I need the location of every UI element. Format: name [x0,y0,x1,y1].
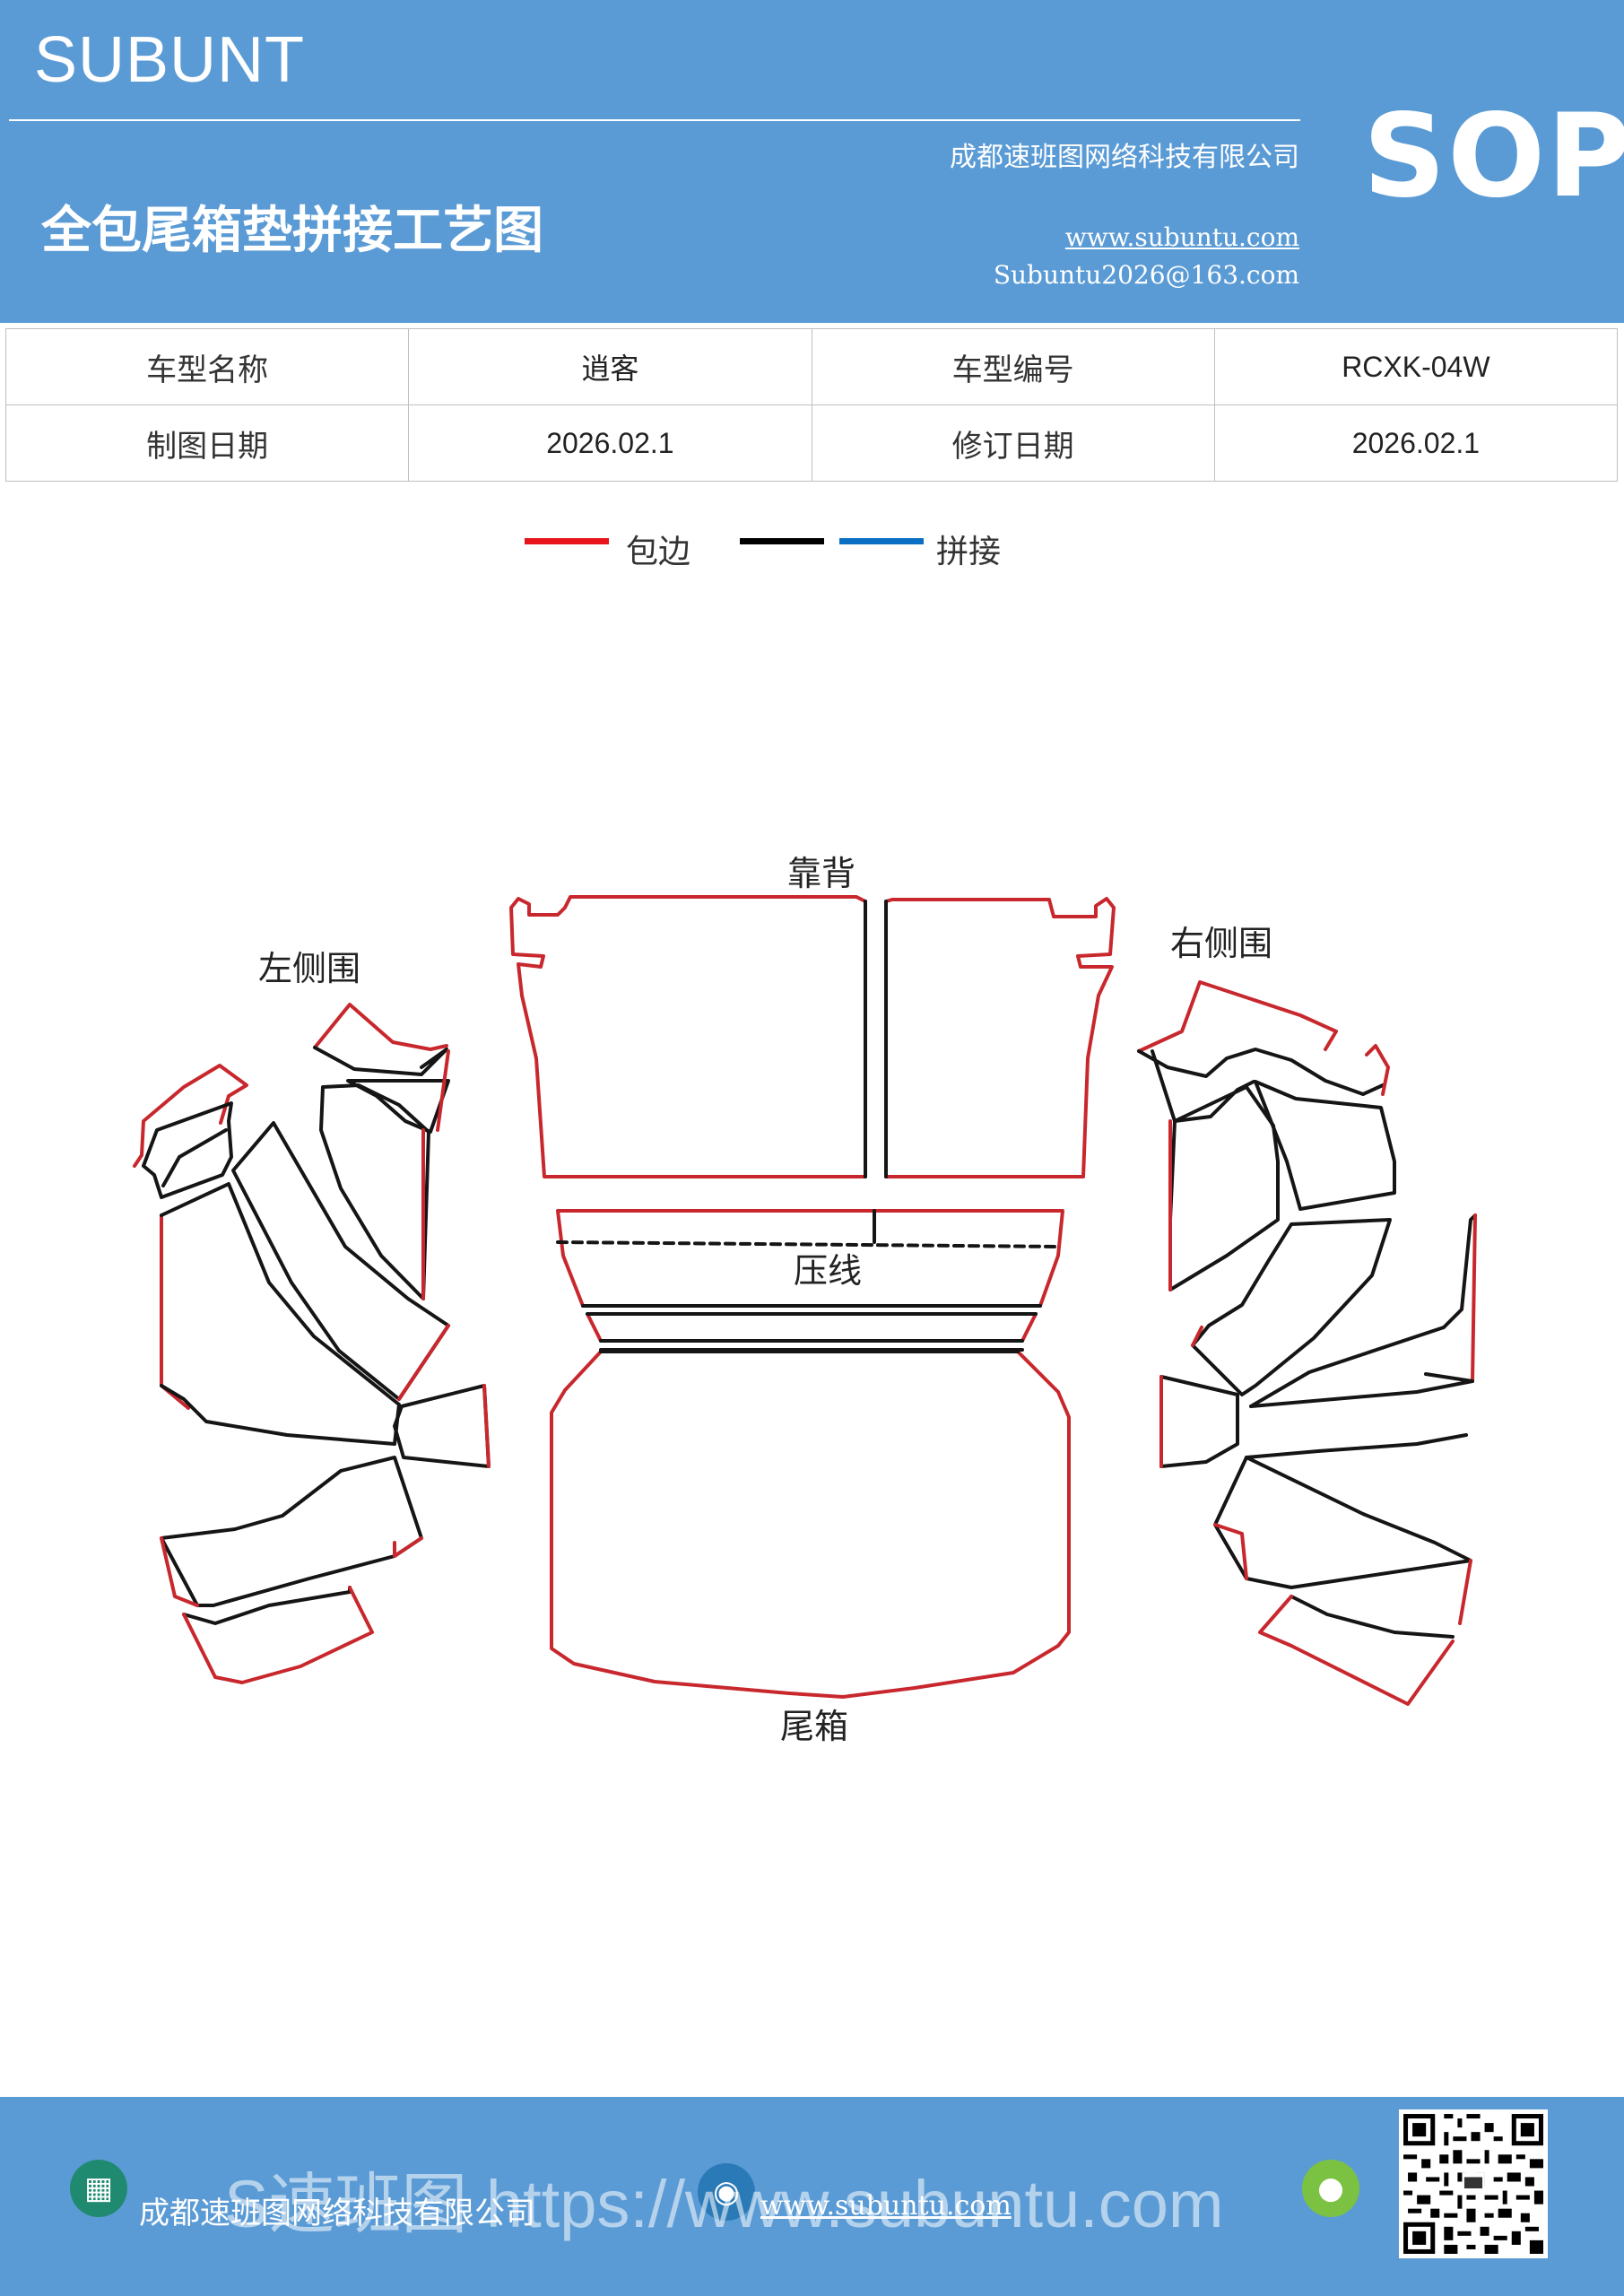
building-icon: ▦ [70,2160,127,2217]
value-model-name: 逍客 [408,328,812,405]
table-row: 车型名称 逍客 车型编号 RCXK-04W [4,328,1619,405]
qr-code [1399,2109,1548,2258]
legend-label-seam: 拼接 [936,534,1002,570]
contact-email: Subuntu2026@163.com [993,260,1299,290]
trunk-floor-panel [550,1350,1071,1699]
globe-icon: ◉ [698,2163,755,2221]
footer-url[interactable]: www.subuntu.com [760,2190,1012,2222]
press-line-panel [556,1209,1064,1308]
label-revise-date: 修订日期 [811,404,1215,482]
sop-badge: SOP [1363,90,1624,223]
label-backrest: 靠背 [787,854,855,893]
brand-name: SUBUNT [34,24,306,96]
header-banner: SUBUNT 成都速班图网络科技有限公司 全包尾箱垫拼接工艺图 www.subu… [0,0,1624,323]
document-title: 全包尾箱垫拼接工艺图 [41,202,543,260]
label-left-side: 左侧围 [258,949,360,988]
legend-label-edge: 包边 [626,534,691,570]
label-model-name: 车型名称 [4,328,410,405]
value-draw-date: 2026.02.1 [408,404,812,482]
trunk-mat-diagram: 靠背 左侧围 右侧围 压线 尾箱 [133,854,1477,1746]
footer-watermark: S速班图 https://www.subuntu.com [224,2167,1224,2241]
label-draw-date: 制图日期 [4,404,410,482]
footer-banner: ▦ 成都速班图网络科技有限公司 ◉ www.subuntu.com ● S速班图… [0,2097,1624,2296]
value-model-code: RCXK-04W [1213,328,1619,405]
left-side-panels [133,1003,491,1684]
label-right-side: 右侧围 [1170,924,1272,963]
backrest-right-panel [884,897,1116,1178]
label-trunk: 尾箱 [780,1707,848,1746]
vehicle-info-table: 车型名称 逍客 车型编号 RCXK-04W 制图日期 2026.02.1 修订日… [4,328,1619,482]
value-revise-date: 2026.02.1 [1213,404,1619,482]
footer-company: 成都速班图网络科技有限公司 [139,2196,535,2231]
company-name: 成都速班图网络科技有限公司 [950,142,1299,173]
legend-swatch-edge [525,538,609,544]
website-link[interactable]: www.subuntu.com [1064,222,1299,252]
header-divider [9,119,1300,121]
table-row: 制图日期 2026.02.1 修订日期 2026.02.1 [4,404,1619,482]
legend-swatch-seam-blue [839,538,924,544]
wechat-icon: ● [1302,2160,1359,2217]
label-model-code: 车型编号 [811,328,1215,405]
label-press-line: 压线 [794,1251,862,1291]
middle-strip-panel [586,1312,1038,1352]
legend: 包边 拼接 [0,526,1624,579]
right-side-panels [1137,980,1477,1706]
backrest-left-panel [509,895,867,1178]
legend-swatch-seam-black [740,538,824,544]
